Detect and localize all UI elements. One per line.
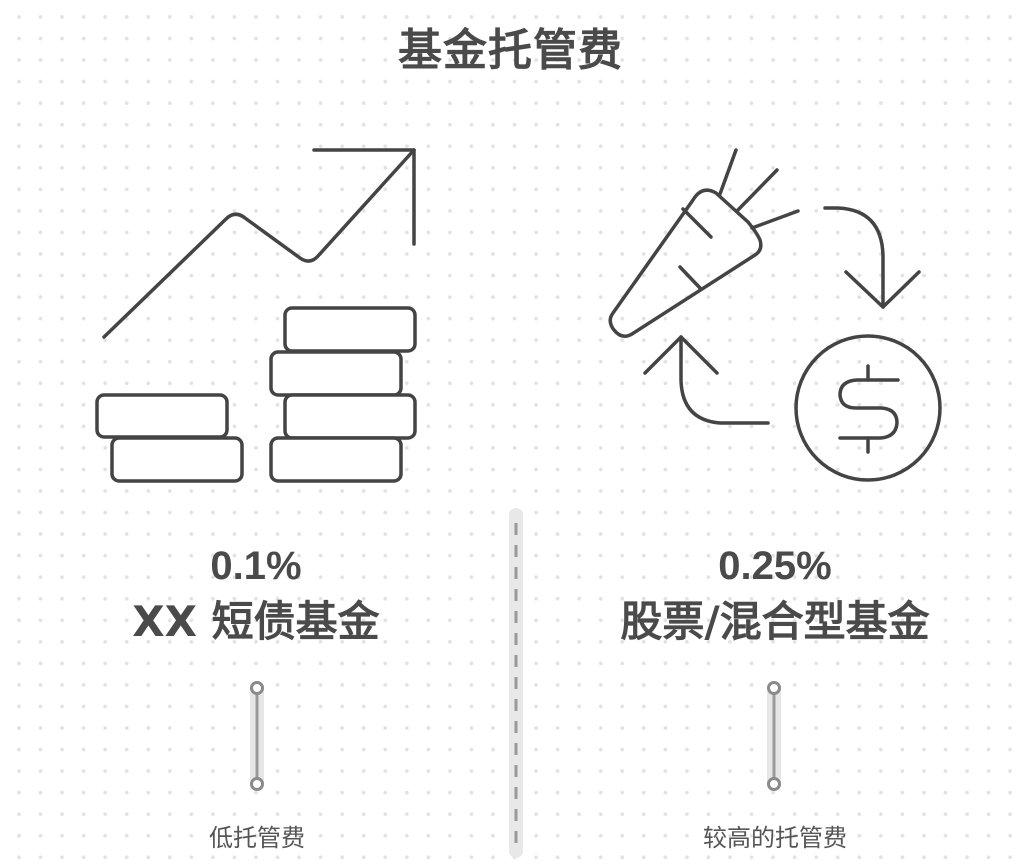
page-title: 基金托管费 [398, 25, 623, 76]
carrot-money-cycle-icon [608, 148, 942, 482]
left-percentage: 0.1% [210, 544, 302, 588]
center-divider [509, 508, 523, 858]
right-fund-type: 股票/混合型基金 [620, 597, 930, 646]
right-description: 较高的托管费 [703, 824, 847, 852]
left-description: 低托管费 [209, 824, 305, 852]
right-column: 0.25% 股票/混合型基金 [590, 542, 960, 650]
left-column: 0.1% XX 短债基金 [100, 542, 412, 650]
right-percentage: 0.25% [718, 544, 832, 588]
growth-chart-coins-icon [95, 148, 417, 483]
right-connector [767, 681, 781, 791]
left-fund-type: XX 短债基金 [132, 597, 380, 646]
left-connector [250, 681, 264, 791]
